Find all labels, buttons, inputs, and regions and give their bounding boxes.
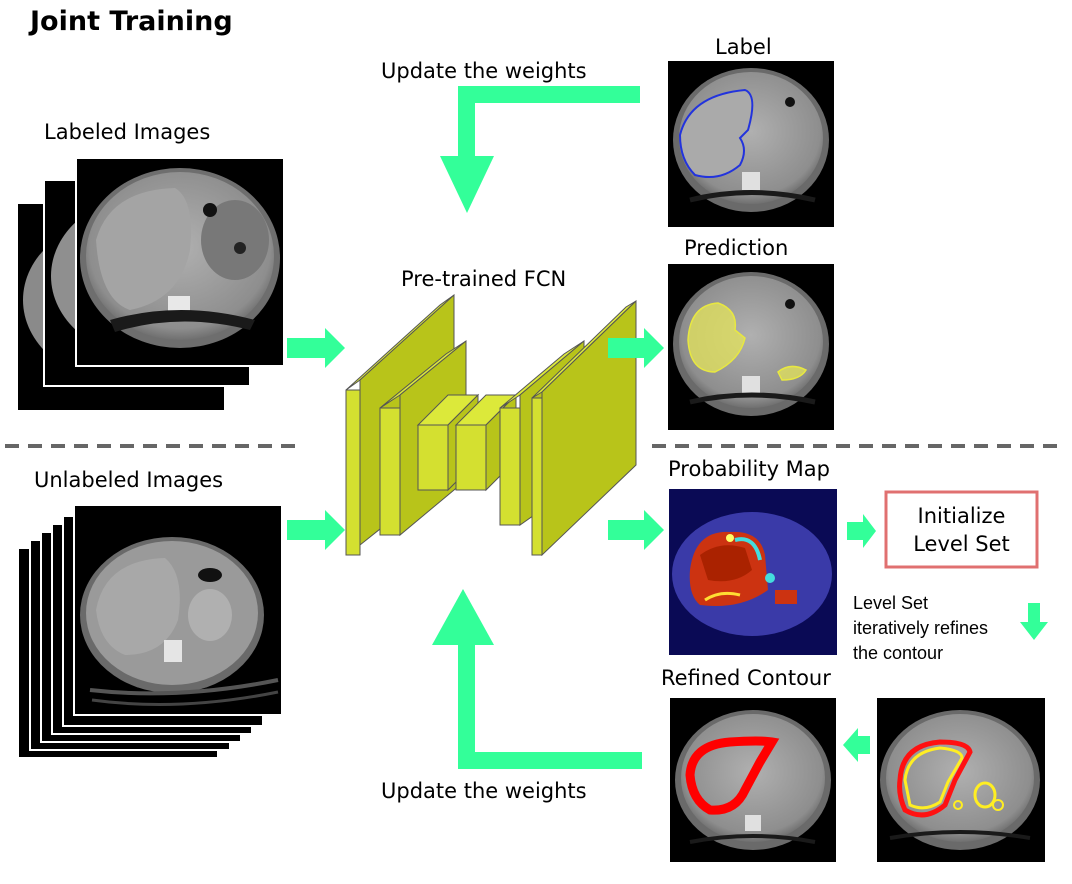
level-set-note-line-3: the contour [853,643,944,663]
fcn-network [345,293,637,557]
refined-contour-label: Refined Contour [661,666,831,690]
label-image [668,61,834,227]
page-title: Joint Training [30,6,233,37]
arrow-unlabeled-to-fcn [287,510,345,550]
probability-map-label: Probability Map [668,457,831,481]
prediction-image [668,264,834,430]
initialize-level-set-box [884,490,1039,569]
label-image-label: Label [715,35,772,59]
initialize-level-set-text: Initialize Level Set [886,502,1037,558]
unlabeled-images-label: Unlabeled Images [34,468,224,492]
unlabeled-images-stack [17,504,283,759]
arrow-labeled-to-fcn [287,328,345,368]
arrow-levelset-to-refined [843,728,870,762]
arrow-init-down [1020,603,1048,640]
level-set-image [877,698,1045,862]
update-weights-top-arrow [440,86,640,213]
update-weights-bottom-label: Update the weights [381,779,587,803]
fcn-label: Pre-trained FCN [401,267,567,291]
update-weights-bottom-arrow [432,589,642,769]
update-weights-top-label: Update the weights [381,59,587,83]
probability-map-image [669,489,837,655]
init-line-2: Level Set [913,532,1010,556]
init-line-1: Initialize [917,504,1006,528]
labeled-images-label: Labeled Images [44,120,211,144]
refined-contour-image [670,698,836,862]
arrow-fcn-to-probability [608,510,664,550]
arrow-probability-to-init [847,514,876,548]
labeled-images-stack [18,157,285,410]
arrow-fcn-to-prediction [608,328,664,368]
level-set-note: Level Set iteratively refines the contou… [853,591,988,666]
level-set-note-line-1: Level Set [853,593,929,613]
level-set-note-line-2: iteratively refines [853,618,989,638]
prediction-label: Prediction [684,236,789,260]
